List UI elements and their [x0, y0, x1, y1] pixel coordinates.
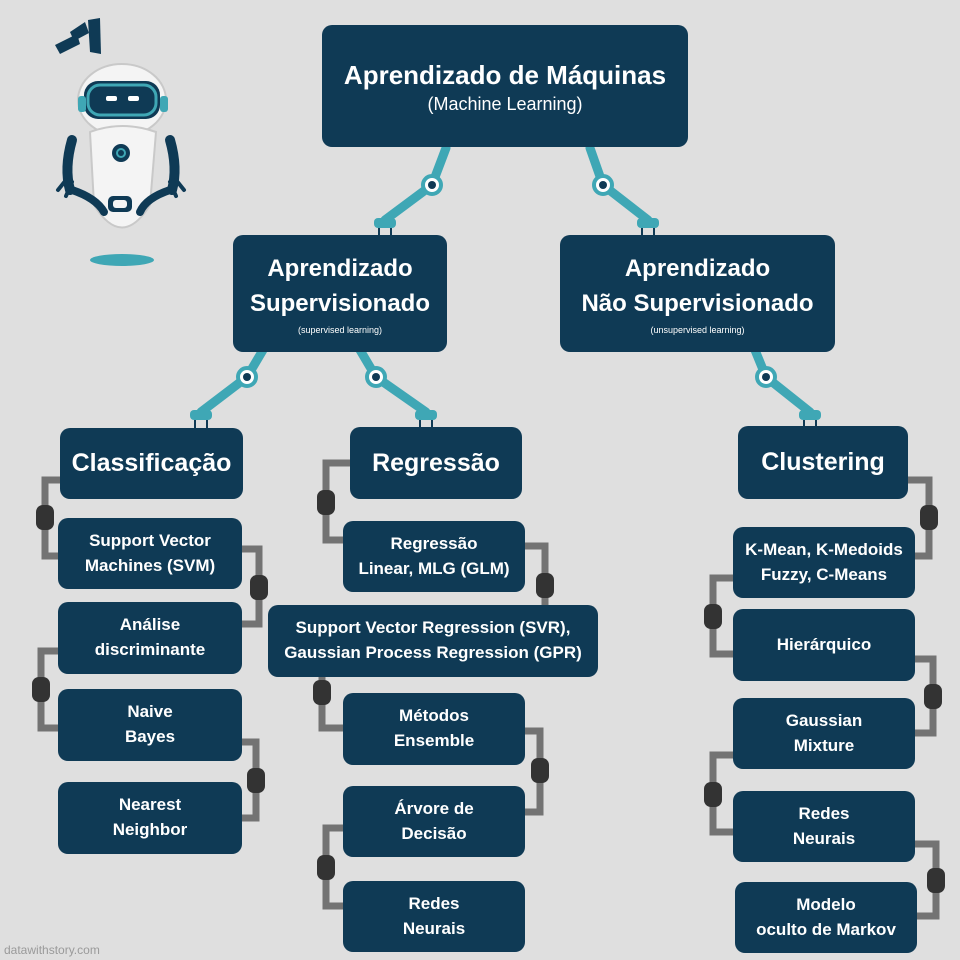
- item-line: Nearest: [118, 795, 182, 815]
- robot-icon: [55, 18, 186, 266]
- item-line: Redes: [408, 893, 460, 913]
- regression-item-ensemble: Métodos Ensemble: [343, 693, 525, 765]
- root-node: Aprendizado de Máquinas (Machine Learnin…: [322, 25, 688, 147]
- regression-item-decision-tree: Árvore de Decisão: [343, 786, 525, 857]
- classification-item-nearest-neighbor: Nearest Neighbor: [58, 782, 242, 854]
- clustering-item-neural-networks: Redes Neurais: [733, 791, 915, 862]
- clustering-item-gaussian-mixture: Gaussian Mixture: [733, 698, 915, 769]
- clustering-node: Clustering: [738, 426, 908, 499]
- item-line: Naive: [127, 702, 173, 722]
- regression-item-linear: Regressão Linear, MLG (GLM): [343, 521, 525, 592]
- supervised-line2: Supervisionado: [249, 289, 431, 317]
- root-title: Aprendizado de Máquinas: [343, 60, 667, 91]
- item-line: Decisão: [401, 823, 467, 843]
- root-subtitle: (Machine Learning): [427, 93, 583, 114]
- classification-title: Classificação: [71, 449, 232, 477]
- item-line: oculto de Markov: [756, 919, 896, 939]
- item-line: Machines (SVM): [84, 555, 216, 575]
- item-line: Métodos: [399, 706, 469, 726]
- item-line: Support Vector Regression (SVR),: [295, 618, 571, 638]
- chain-links: [32, 490, 945, 893]
- classification-node: Classificação: [60, 428, 243, 499]
- item-line: Regressão: [390, 533, 478, 553]
- unsupervised-node: Aprendizado Não Supervisionado (unsuperv…: [560, 235, 835, 352]
- regression-title: Regressão: [372, 448, 500, 477]
- regression-item-neural-networks: Redes Neurais: [343, 881, 525, 952]
- item-line: Hierárquico: [776, 634, 872, 654]
- item-line: Árvore de: [394, 798, 474, 818]
- clustering-item-kmeans: K-Mean, K-Medoids Fuzzy, C-Means: [733, 527, 915, 598]
- unsupervised-subtitle: (unsupervised learning): [650, 325, 745, 336]
- item-line: Redes: [798, 803, 850, 823]
- clustering-title: Clustering: [761, 448, 885, 476]
- item-line: Bayes: [124, 727, 176, 746]
- item-line: Ensemble: [393, 731, 475, 750]
- item-line: Neurais: [792, 828, 856, 848]
- unsupervised-line2: Não Supervisionado: [581, 289, 814, 317]
- supervised-node: Aprendizado Supervisionado (supervised l…: [233, 235, 447, 352]
- item-line: Gaussian Process Regression (GPR): [284, 643, 582, 662]
- source-credit: datawithstory.com: [4, 943, 100, 957]
- item-line: Neurais: [402, 918, 466, 938]
- item-line: Fuzzy, C-Means: [760, 564, 888, 584]
- unsupervised-line1: Aprendizado: [624, 254, 771, 282]
- item-line: K-Mean, K-Medoids: [745, 539, 903, 559]
- item-line: Gaussian: [785, 710, 863, 730]
- item-line: Support Vector: [89, 530, 211, 550]
- clustering-item-hidden-markov: Modelo oculto de Markov: [735, 882, 917, 953]
- supervised-subtitle: (supervised learning): [297, 325, 383, 336]
- item-line: Neighbor: [112, 820, 188, 839]
- regression-node: Regressão: [350, 427, 522, 499]
- supervised-line1: Aprendizado: [267, 254, 413, 282]
- regression-item-svr-gpr: Support Vector Regression (SVR), Gaussia…: [268, 605, 598, 677]
- item-line: Análise: [119, 615, 181, 635]
- clustering-item-hierarchical: Hierárquico: [733, 609, 915, 681]
- classification-item-discriminant: Análise discriminante: [58, 602, 242, 674]
- robot-arm-connectors: [190, 143, 821, 428]
- item-line: Linear, MLG (GLM): [358, 558, 510, 578]
- item-line: discriminante: [94, 640, 206, 659]
- item-line: Modelo: [796, 894, 856, 914]
- classification-item-svm: Support Vector Machines (SVM): [58, 518, 242, 589]
- item-line: Mixture: [793, 735, 855, 755]
- classification-item-naive-bayes: Naive Bayes: [58, 689, 242, 761]
